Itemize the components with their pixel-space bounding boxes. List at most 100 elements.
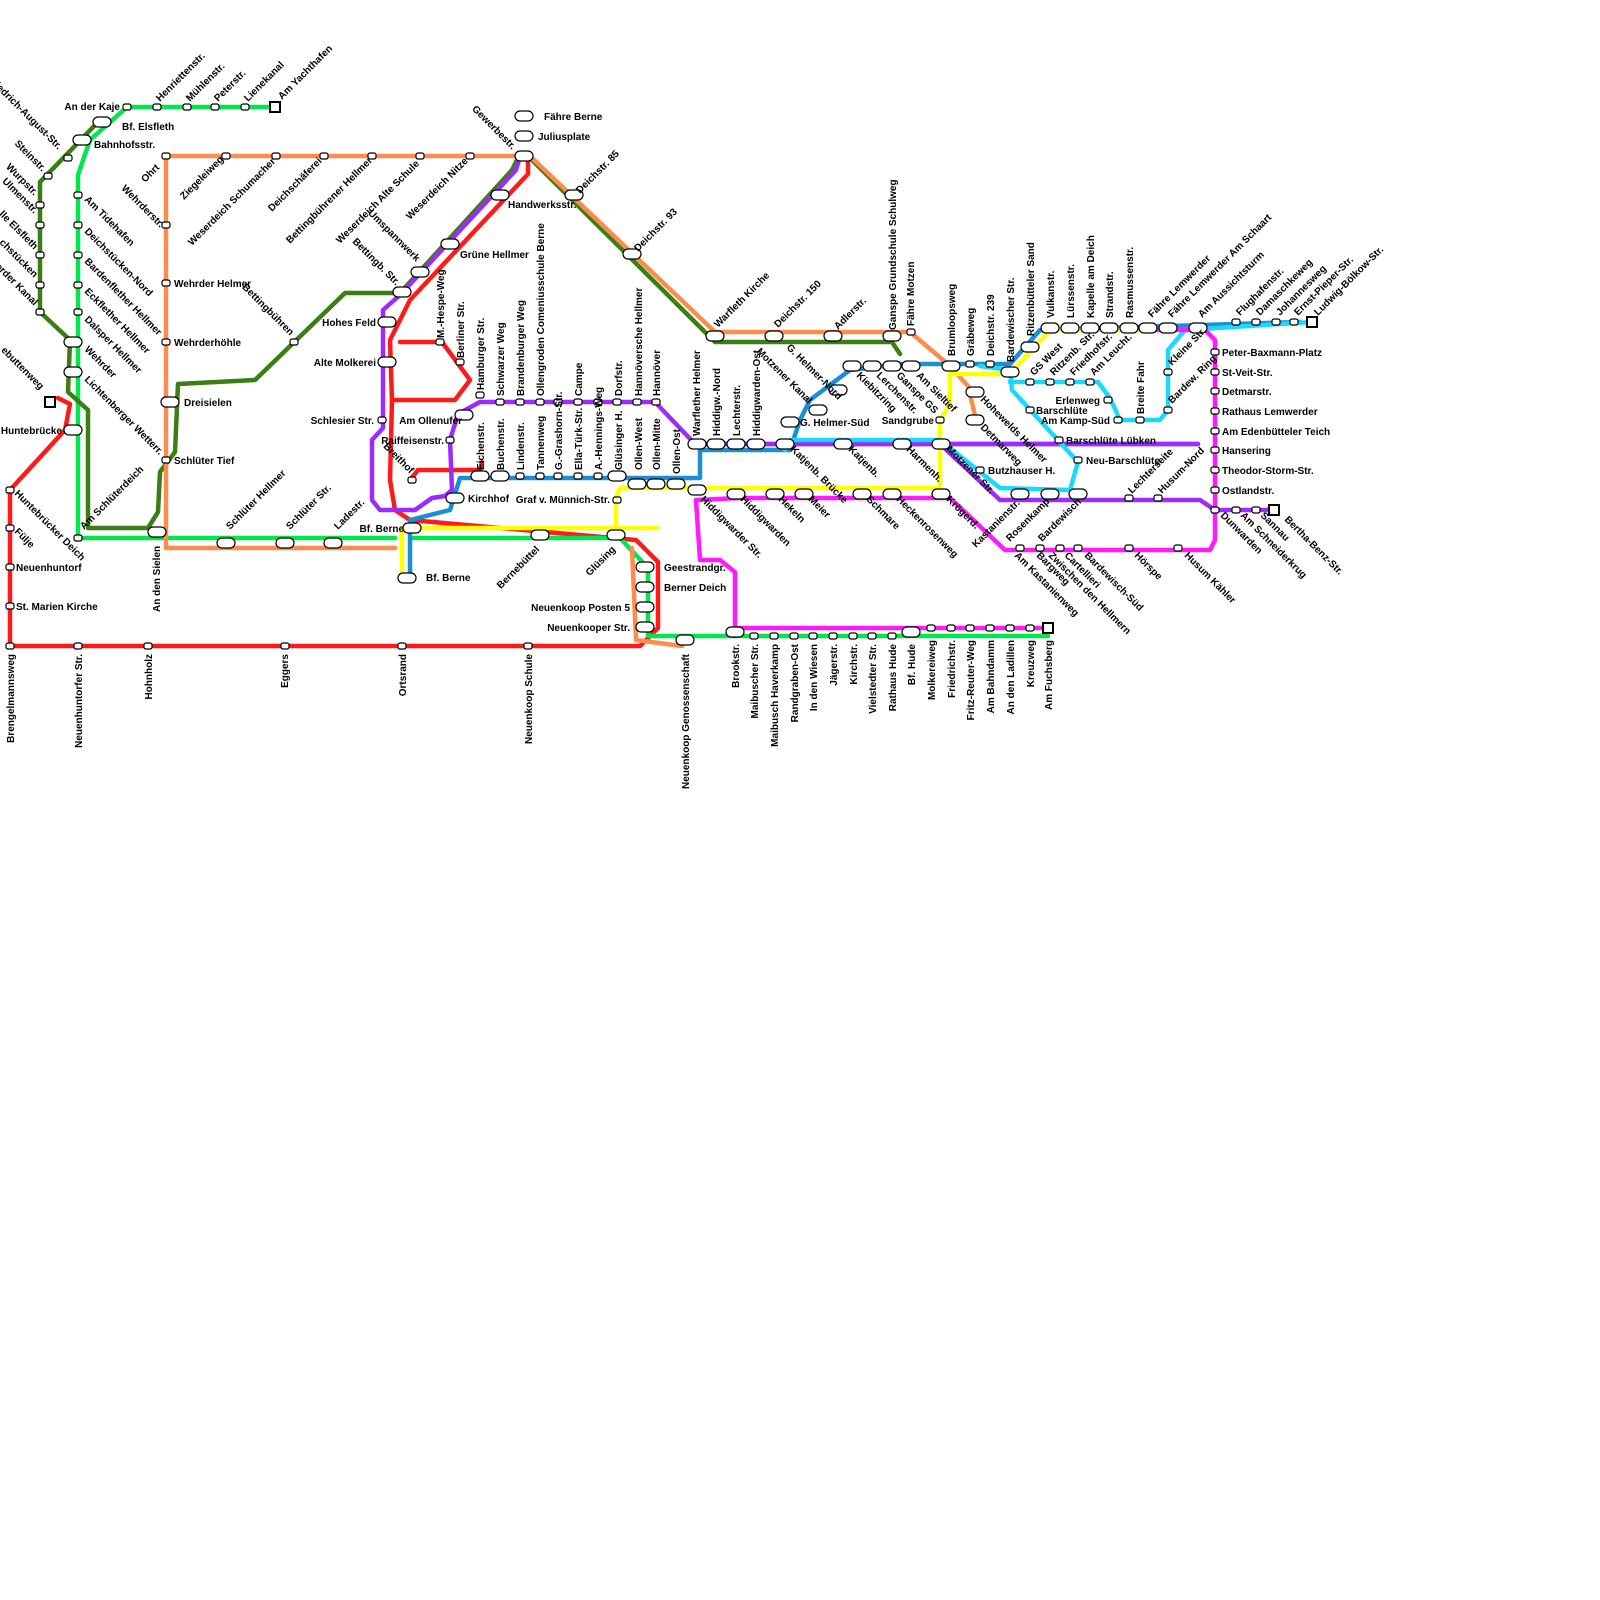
stop-marker[interactable] bbox=[808, 632, 818, 640]
stop-marker[interactable] bbox=[1153, 494, 1163, 502]
stop-marker[interactable] bbox=[1124, 544, 1134, 552]
stop-marker[interactable] bbox=[161, 221, 171, 229]
interchange-stop-marker[interactable] bbox=[377, 356, 397, 368]
terminus-stop-marker[interactable] bbox=[1306, 316, 1318, 328]
stop-marker[interactable] bbox=[906, 328, 916, 336]
stop-marker[interactable] bbox=[1135, 416, 1145, 424]
stop-marker[interactable] bbox=[769, 632, 779, 640]
stop-marker[interactable] bbox=[612, 496, 622, 504]
terminus-stop-marker[interactable] bbox=[44, 396, 56, 408]
stop-marker[interactable] bbox=[1210, 466, 1220, 474]
stop-marker[interactable] bbox=[593, 398, 603, 406]
interchange-stop-marker[interactable] bbox=[63, 424, 83, 436]
interchange-stop-marker[interactable] bbox=[1068, 488, 1088, 500]
interchange-stop-marker[interactable] bbox=[852, 488, 872, 500]
interchange-stop-marker[interactable] bbox=[941, 360, 961, 372]
stop-marker[interactable] bbox=[221, 152, 231, 160]
interchange-stop-marker[interactable] bbox=[882, 360, 902, 372]
interchange-stop-marker[interactable] bbox=[828, 384, 848, 396]
interchange-stop-marker[interactable] bbox=[965, 414, 985, 426]
stop-marker[interactable] bbox=[289, 338, 299, 346]
stop-marker[interactable] bbox=[455, 358, 465, 366]
stop-marker[interactable] bbox=[43, 172, 53, 180]
stop-marker[interactable] bbox=[1210, 348, 1220, 356]
stop-marker[interactable] bbox=[445, 436, 455, 444]
stop-marker[interactable] bbox=[749, 632, 759, 640]
interchange-stop-marker[interactable] bbox=[706, 438, 726, 450]
stop-marker[interactable] bbox=[161, 279, 171, 287]
interchange-stop-marker[interactable] bbox=[514, 150, 534, 162]
interchange-stop-marker[interactable] bbox=[514, 110, 534, 122]
stop-marker[interactable] bbox=[415, 152, 425, 160]
stop-marker[interactable] bbox=[63, 154, 73, 162]
stop-marker[interactable] bbox=[73, 642, 83, 650]
stop-marker[interactable] bbox=[407, 476, 417, 484]
stop-marker[interactable] bbox=[573, 472, 583, 480]
stop-marker[interactable] bbox=[535, 472, 545, 480]
interchange-stop-marker[interactable] bbox=[490, 470, 510, 482]
interchange-stop-marker[interactable] bbox=[635, 621, 655, 633]
interchange-stop-marker[interactable] bbox=[931, 488, 951, 500]
stop-marker[interactable] bbox=[1025, 378, 1035, 386]
interchange-stop-marker[interactable] bbox=[445, 492, 465, 504]
interchange-stop-marker[interactable] bbox=[1020, 341, 1040, 353]
interchange-stop-marker[interactable] bbox=[901, 360, 921, 372]
interchange-stop-marker[interactable] bbox=[454, 409, 474, 421]
stop-marker[interactable] bbox=[1065, 378, 1075, 386]
interchange-stop-marker[interactable] bbox=[882, 330, 902, 342]
interchange-stop-marker[interactable] bbox=[666, 478, 686, 490]
stop-marker[interactable] bbox=[35, 308, 45, 316]
stop-marker[interactable] bbox=[867, 632, 877, 640]
stop-marker[interactable] bbox=[946, 624, 956, 632]
stop-marker[interactable] bbox=[1124, 494, 1134, 502]
stop-marker[interactable] bbox=[1210, 387, 1220, 395]
interchange-stop-marker[interactable] bbox=[726, 438, 746, 450]
stop-marker[interactable] bbox=[965, 624, 975, 632]
stop-marker[interactable] bbox=[5, 642, 15, 650]
stop-marker[interactable] bbox=[789, 632, 799, 640]
interchange-stop-marker[interactable] bbox=[882, 488, 902, 500]
interchange-stop-marker[interactable] bbox=[833, 438, 853, 450]
stop-marker[interactable] bbox=[1163, 406, 1173, 414]
stop-marker[interactable] bbox=[73, 281, 83, 289]
interchange-stop-marker[interactable] bbox=[606, 529, 626, 541]
interchange-stop-marker[interactable] bbox=[965, 386, 985, 398]
interchange-stop-marker[interactable] bbox=[842, 360, 862, 372]
interchange-stop-marker[interactable] bbox=[1040, 322, 1060, 334]
stop-marker[interactable] bbox=[515, 472, 525, 480]
interchange-stop-marker[interactable] bbox=[808, 404, 828, 416]
stop-marker[interactable] bbox=[35, 221, 45, 229]
interchange-stop-marker[interactable] bbox=[216, 537, 236, 549]
interchange-stop-marker[interactable] bbox=[514, 130, 534, 142]
interchange-stop-marker[interactable] bbox=[1040, 488, 1060, 500]
interchange-stop-marker[interactable] bbox=[746, 438, 766, 450]
stop-marker[interactable] bbox=[965, 360, 975, 368]
stop-marker[interactable] bbox=[5, 563, 15, 571]
stop-marker[interactable] bbox=[612, 398, 622, 406]
interchange-stop-marker[interactable] bbox=[862, 360, 882, 372]
interchange-stop-marker[interactable] bbox=[440, 238, 460, 250]
interchange-stop-marker[interactable] bbox=[160, 396, 180, 408]
interchange-stop-marker[interactable] bbox=[705, 330, 725, 342]
interchange-stop-marker[interactable] bbox=[892, 438, 912, 450]
stop-marker[interactable] bbox=[887, 632, 897, 640]
interchange-stop-marker[interactable] bbox=[1080, 322, 1100, 334]
stop-marker[interactable] bbox=[1025, 406, 1035, 414]
interchange-stop-marker[interactable] bbox=[63, 366, 83, 378]
stop-marker[interactable] bbox=[985, 624, 995, 632]
interchange-stop-marker[interactable] bbox=[1188, 322, 1208, 334]
stop-marker[interactable] bbox=[553, 398, 563, 406]
interchange-stop-marker[interactable] bbox=[622, 248, 642, 260]
interchange-stop-marker[interactable] bbox=[147, 526, 167, 538]
interchange-stop-marker[interactable] bbox=[1119, 322, 1139, 334]
stop-marker[interactable] bbox=[210, 103, 220, 111]
terminus-stop-marker[interactable] bbox=[269, 101, 281, 113]
stop-marker[interactable] bbox=[73, 308, 83, 316]
stop-marker[interactable] bbox=[1271, 318, 1281, 326]
stop-marker[interactable] bbox=[435, 338, 445, 346]
stop-marker[interactable] bbox=[161, 152, 171, 160]
stop-marker[interactable] bbox=[573, 398, 583, 406]
stop-marker[interactable] bbox=[1210, 506, 1220, 514]
stop-marker[interactable] bbox=[73, 221, 83, 229]
stop-marker[interactable] bbox=[397, 642, 407, 650]
